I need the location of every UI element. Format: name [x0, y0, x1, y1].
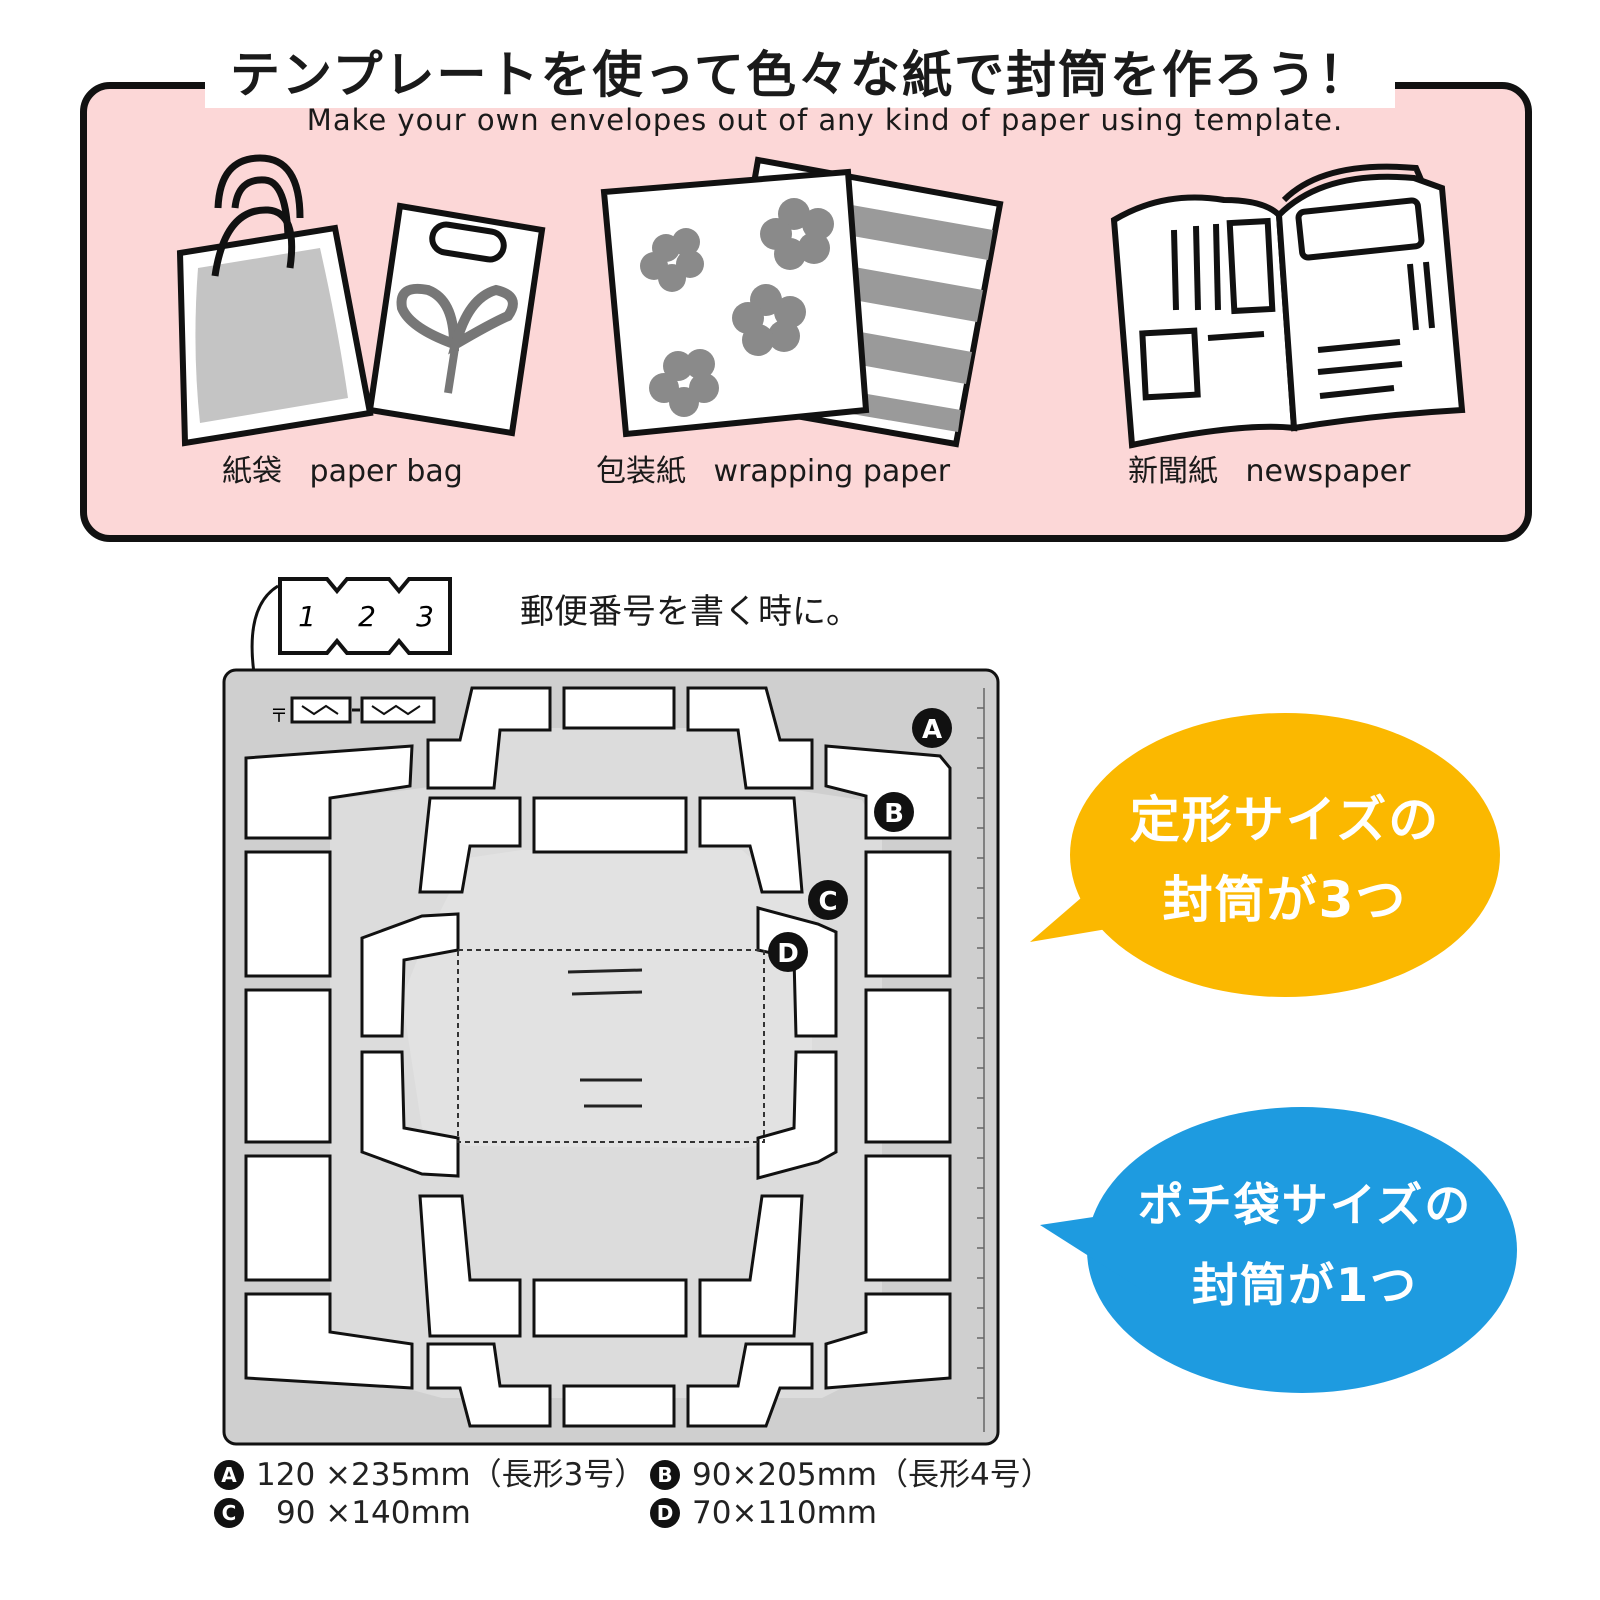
- address-lines: [567, 968, 643, 1108]
- badge-a: A: [912, 708, 952, 748]
- caption-jp: 紙袋: [222, 454, 282, 489]
- size-text: 70×110mm: [692, 1495, 877, 1531]
- badge-b: B: [874, 792, 914, 832]
- paper-bag-illustration: [176, 154, 546, 447]
- postal-hint: 郵便番号を書く時に。: [520, 592, 860, 632]
- flower-icon: [760, 198, 834, 270]
- bubble-yellow-line1: 定形サイズの: [1129, 791, 1441, 849]
- caption-newspaper: 新聞紙 newspaper: [1128, 452, 1410, 492]
- envelope-template: 〒: [222, 668, 1000, 1446]
- page-subtitle: Make your own envelopes out of any kind …: [306, 103, 1344, 137]
- badge-a: A: [214, 1460, 244, 1490]
- postal-digit: 3: [416, 600, 434, 633]
- badge-d: D: [768, 932, 808, 972]
- gift-bag-icon: [366, 202, 546, 437]
- badge-c: C: [214, 1498, 244, 1528]
- size-text: 120 ×235mm（長形3号）: [256, 1457, 646, 1493]
- caption-wrapping-paper: 包装紙 wrapping paper: [596, 452, 950, 492]
- postal-code-box: 1 2 3: [278, 577, 452, 655]
- speech-bubble-yellow: [1030, 713, 1500, 997]
- fold-guide: [457, 949, 765, 1143]
- page-title: テンプレートを使って色々な紙で封筒を作ろう！: [205, 42, 1395, 108]
- badge-d: D: [650, 1498, 680, 1528]
- newspaper-illustration: [1110, 163, 1466, 449]
- postal-digit: 1: [298, 600, 316, 633]
- bubble-blue-line2: 封筒が1つ: [1191, 1258, 1418, 1312]
- postal-code-slots: [290, 696, 436, 724]
- caption-en: wrapping paper: [713, 454, 951, 489]
- shopping-bag-icon: [176, 154, 374, 447]
- caption-en: newspaper: [1245, 454, 1411, 489]
- caption-jp: 新聞紙: [1128, 454, 1218, 489]
- postal-digit: 2: [358, 600, 376, 633]
- svg-text:C: C: [818, 887, 837, 917]
- flower-icon: [640, 228, 704, 292]
- svg-text:D: D: [777, 939, 799, 969]
- template-cutouts: [244, 686, 952, 1428]
- postal-symbol: 〒: [270, 706, 288, 727]
- svg-text:B: B: [884, 799, 904, 829]
- speech-bubble-blue: [1040, 1107, 1517, 1393]
- badge-b: B: [650, 1460, 680, 1490]
- size-text: 90×205mm（長形4号）: [692, 1457, 1052, 1493]
- size-legend-d: D 70×110mm: [650, 1494, 877, 1532]
- bubble-yellow-line2: 封筒が3つ: [1162, 871, 1408, 929]
- size-text: 90 ×140mm: [276, 1495, 471, 1531]
- size-legend-b: B 90×205mm（長形4号）: [650, 1456, 1052, 1494]
- bubble-blue-line1: ポチ袋サイズの: [1137, 1178, 1473, 1232]
- magazine-icon: [1110, 163, 1466, 449]
- badge-c: C: [808, 880, 848, 920]
- caption-paper-bag: 紙袋 paper bag: [222, 452, 463, 492]
- size-legend-c: C 90 ×140mm: [214, 1494, 471, 1532]
- size-legend-a: A 120 ×235mm（長形3号）: [214, 1456, 645, 1494]
- flower-paper-icon: [600, 168, 870, 438]
- flower-icon: [732, 284, 806, 356]
- flower-icon: [649, 349, 719, 417]
- svg-text:A: A: [922, 715, 942, 745]
- caption-jp: 包装紙: [596, 454, 686, 489]
- caption-en: paper bag: [309, 454, 463, 489]
- wrapping-paper-illustration: [600, 156, 1004, 448]
- ruler: [977, 688, 985, 1432]
